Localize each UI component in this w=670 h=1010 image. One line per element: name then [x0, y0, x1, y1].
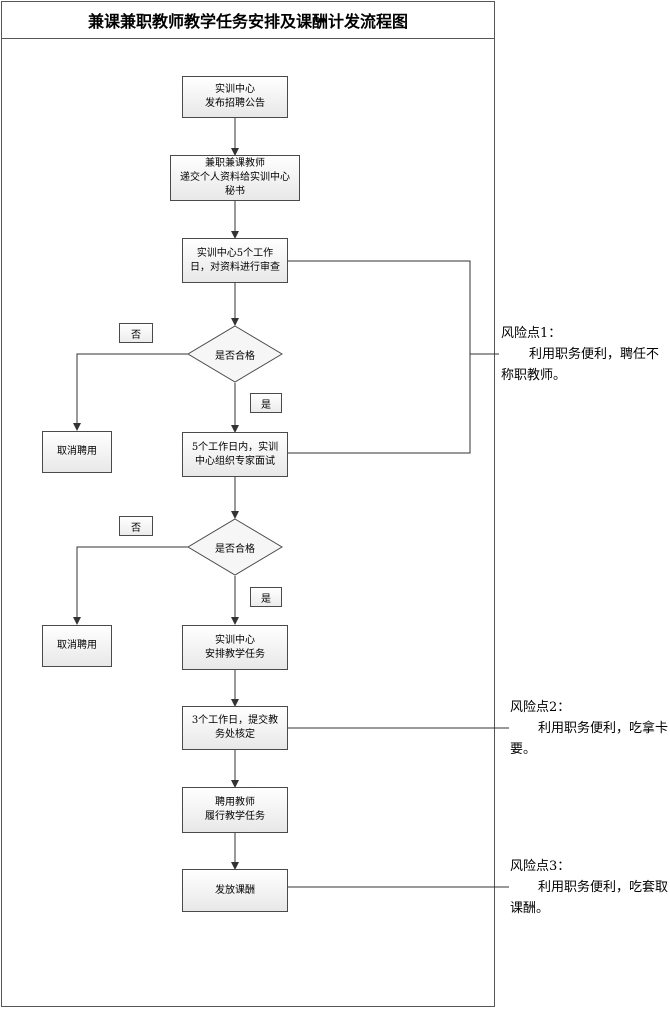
step-submit-for-approval: 3个工作日，提交教 务处核定	[182, 706, 288, 750]
risk-1-title: 风险点1：	[501, 326, 562, 341]
step-expert-interview: 5个工作日内，实训 中心组织专家面试	[182, 432, 288, 477]
step-pay-remuneration: 发放课酬	[182, 869, 288, 912]
decision-1-label: 是否合格	[215, 350, 255, 362]
risk-2-title: 风险点2：	[510, 700, 571, 715]
decision-diamond-1	[187, 325, 283, 383]
risk-point-3: 风险点3： 利用职务便利，吃套取课酬。	[510, 856, 668, 919]
step-publish-recruitment: 实训中心 发布招聘公告	[182, 76, 288, 118]
risk-point-1: 风险点1： 利用职务便利，聘任不称职教师。	[501, 323, 667, 386]
yes-label-2: 是	[250, 587, 282, 607]
decision-diamond-2	[187, 518, 283, 576]
page-title: 兼课兼职教师教学任务安排及课酬计发流程图	[1, 1, 495, 39]
risk-2-body: 利用职务便利，吃拿卡要。	[510, 721, 669, 757]
step-submit-materials: 兼职兼课教师 递交个人资料给实训中心 秘书	[170, 155, 300, 201]
no-label-1: 否	[119, 323, 153, 343]
step-perform-teaching: 聘用教师 履行教学任务	[182, 787, 288, 833]
yes-label-1: 是	[250, 393, 282, 413]
no-label-2: 否	[119, 516, 153, 536]
risk-1-body: 利用职务便利，聘任不称职教师。	[501, 347, 660, 383]
decision-2-label: 是否合格	[215, 543, 255, 555]
risk-3-body: 利用职务便利，吃套取课酬。	[510, 880, 669, 916]
step-assign-teaching: 实训中心 安排教学任务	[182, 625, 288, 670]
risk-point-2: 风险点2： 利用职务便利，吃拿卡要。	[510, 697, 668, 760]
step-document-review: 实训中心5个工作 日，对资料进行审查	[182, 238, 288, 283]
step-cancel-hiring-2: 取消聘用	[42, 625, 112, 667]
risk-3-title: 风险点3：	[510, 859, 571, 874]
step-cancel-hiring-1: 取消聘用	[42, 431, 112, 473]
